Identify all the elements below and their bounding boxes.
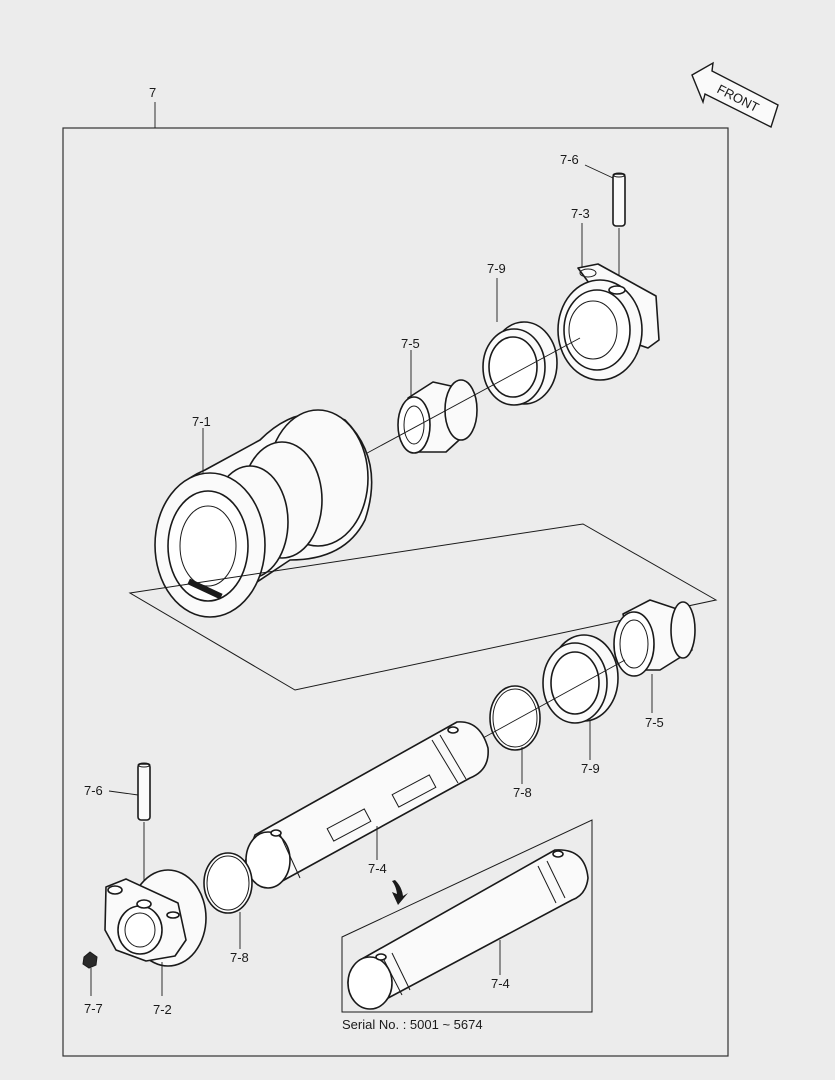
part-7-9-lower-seal: 7-9 bbox=[542, 634, 619, 776]
part-7-1-roller: 7-1 bbox=[154, 409, 373, 618]
part-7-6-lower-pin: 7-6 bbox=[84, 762, 151, 902]
part-7-7-fitting: 7-7 bbox=[82, 951, 103, 1016]
label-7-7: 7-7 bbox=[84, 1001, 103, 1016]
part-7-9-upper-seal: 7-9 bbox=[482, 261, 558, 406]
serial-note: Serial No. : 5001 ~ 5674 bbox=[342, 1017, 483, 1032]
assembly-frame: 7 bbox=[62, 85, 729, 1057]
front-arrow: FRONT bbox=[691, 61, 779, 128]
part-7-2-bracket: 7-2 bbox=[104, 869, 207, 1017]
label-7-1: 7-1 bbox=[192, 414, 211, 429]
label-7-6-lower: 7-6 bbox=[84, 783, 103, 798]
part-7-8-lower-oring: 7-8 bbox=[203, 852, 253, 965]
label-7-2: 7-2 bbox=[153, 1002, 172, 1017]
part-7-4-shaft: 7-4 bbox=[244, 721, 489, 889]
label-7-9-upper: 7-9 bbox=[487, 261, 506, 276]
label-7-4-inset: 7-4 bbox=[491, 976, 510, 991]
part-7-5-lower-bushing: 7-5 bbox=[613, 599, 696, 730]
label-7-4-main: 7-4 bbox=[368, 861, 387, 876]
part-7-8-mid-oring: 7-8 bbox=[489, 685, 541, 800]
assembly-number: 7 bbox=[149, 85, 156, 100]
part-7-5-upper-bushing: 7-5 bbox=[397, 336, 478, 454]
part-7-3-bracket: 7-3 bbox=[557, 206, 660, 381]
mounting-plane bbox=[128, 523, 718, 691]
inset-alternate-shaft: 7-4 Serial No. : 5001 ~ 5674 bbox=[341, 819, 593, 1032]
part-7-6-upper-pin: 7-6 bbox=[560, 152, 626, 290]
label-7-5-lower: 7-5 bbox=[645, 715, 664, 730]
label-7-6-upper: 7-6 bbox=[560, 152, 579, 167]
label-7-8-mid: 7-8 bbox=[513, 785, 532, 800]
label-7-9-lower: 7-9 bbox=[581, 761, 600, 776]
label-7-3: 7-3 bbox=[571, 206, 590, 221]
label-7-5-upper: 7-5 bbox=[401, 336, 420, 351]
label-7-8-lower: 7-8 bbox=[230, 950, 249, 965]
